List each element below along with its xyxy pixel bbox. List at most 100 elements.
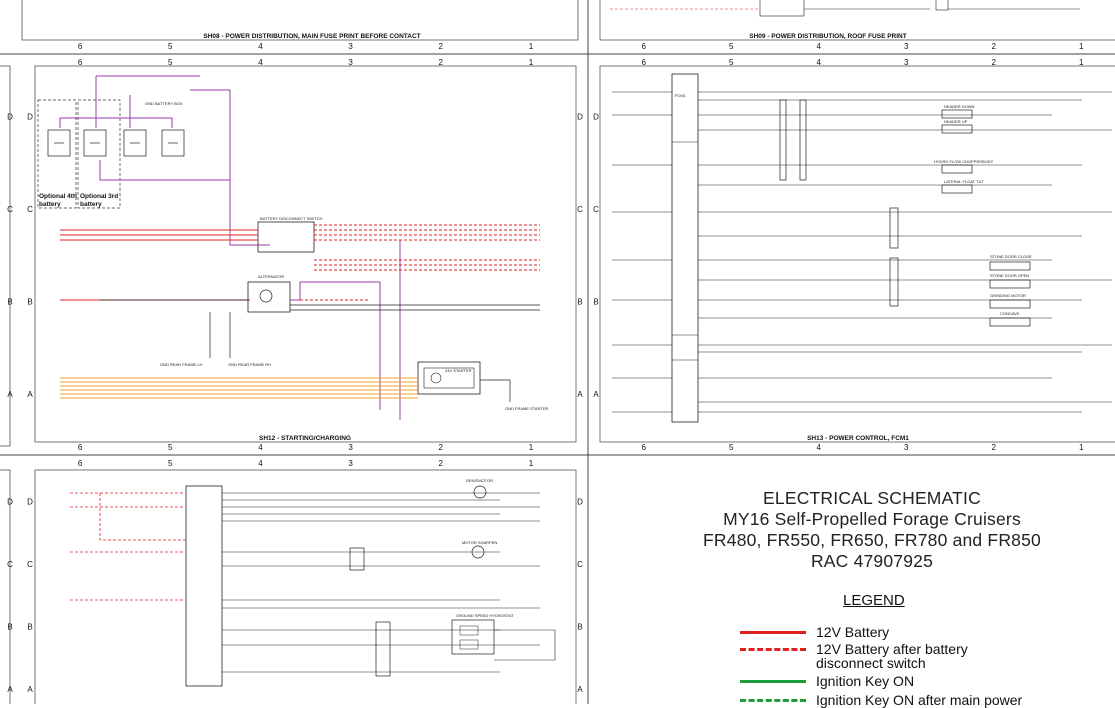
ruler-number: 6 bbox=[642, 42, 647, 51]
sh-bottom-left-diagram: DRIVEMOTOR MOTOR SHARPEN GROUND SPEED HY… bbox=[70, 478, 556, 687]
optional-4th-battery-label: Optional 4th bbox=[39, 193, 77, 200]
ruler-number: 1 bbox=[1079, 42, 1084, 51]
row-letter: D bbox=[577, 497, 583, 506]
ruler-number: 5 bbox=[168, 443, 173, 452]
lateral-float-label: LATERAL FLOAT TILT bbox=[944, 179, 984, 184]
panel-title-sh09: SH09 - POWER DISTRIBUTION, ROOF FUSE PRI… bbox=[749, 33, 906, 40]
disconnect-switch-label: BATTERY DISCONNECT SWITCH bbox=[260, 216, 322, 221]
ruler-number: 4 bbox=[258, 42, 263, 51]
row-letter: B bbox=[577, 297, 582, 306]
sh13-diagram: FCM1 HEADER DOWN HEADER UP HYDRO FLOW CH… bbox=[612, 73, 1112, 423]
header-up-label: HEADER UP bbox=[944, 119, 968, 124]
ruler-number: 2 bbox=[992, 58, 997, 67]
row-letter: A bbox=[27, 390, 33, 399]
panel-title-sh13: SH13 - POWER CONTROL, FCM1 bbox=[807, 435, 909, 442]
hydro-flow-label: HYDRO FLOW CHOPPERBODY bbox=[934, 159, 994, 164]
panel-title-sh08: SH08 - POWER DISTRIBUTION, MAIN FUSE PRI… bbox=[203, 33, 420, 40]
gnd-rear-frame-lh: GND REAR FRAME LH bbox=[160, 362, 203, 367]
gnd-battery-box: GND BATTERY BOX bbox=[145, 101, 183, 106]
sh12-diagram: Optional 4th battery Optional 3rd batter… bbox=[37, 75, 549, 420]
ruler-number: 3 bbox=[348, 443, 353, 452]
legend-label-line: 12V Battery after battery bbox=[816, 641, 968, 657]
legend-label-line: disconnect switch bbox=[816, 655, 926, 671]
ruler-number: 3 bbox=[904, 58, 909, 67]
ruler-number: 6 bbox=[78, 443, 83, 452]
ruler-number: 4 bbox=[258, 58, 263, 67]
row-letter: D bbox=[7, 497, 13, 506]
title-line-3: FR480, FR550, FR650, FR780 and FR850 bbox=[703, 530, 1041, 550]
legend-swatch-solid-green bbox=[740, 680, 806, 683]
top-strip-fragments bbox=[610, 0, 1080, 17]
ruler-number: 6 bbox=[78, 459, 83, 468]
legend-title: LEGEND bbox=[843, 592, 905, 609]
ruler-number: 4 bbox=[817, 58, 822, 67]
row-letter: C bbox=[577, 560, 583, 569]
stone-door-close-label: STONE DOOR CLOSE bbox=[990, 254, 1032, 259]
legend-label: 12V Battery after battery disconnect swi… bbox=[816, 642, 968, 670]
ruler-number: 5 bbox=[168, 42, 173, 51]
row-letter: D bbox=[593, 112, 599, 121]
ruler-number: 1 bbox=[529, 42, 534, 51]
ruler-number: 4 bbox=[258, 443, 263, 452]
row-letter: C bbox=[7, 205, 13, 214]
ruler-number: 4 bbox=[817, 42, 822, 51]
optional-3rd-battery-label: Optional 3rd bbox=[80, 193, 118, 200]
ruler-number: 2 bbox=[439, 58, 444, 67]
legend-label: Ignition Key ON bbox=[816, 673, 915, 689]
legend-swatch-dashed-green bbox=[740, 699, 806, 702]
ruler-number: 4 bbox=[258, 459, 263, 468]
ground-speed-label: GROUND SPEED HYDROSTAT bbox=[456, 613, 514, 618]
ruler-number: 6 bbox=[78, 42, 83, 51]
ruler-number: 2 bbox=[439, 443, 444, 452]
ruler-number: 6 bbox=[78, 58, 83, 67]
ruler-number: 3 bbox=[348, 459, 353, 468]
row-letter: A bbox=[7, 390, 13, 399]
ruler-number: 5 bbox=[729, 58, 734, 67]
panel-title-sh12: SH12 - STARTING/CHARGING bbox=[259, 435, 351, 442]
legend-swatch-solid-red bbox=[740, 631, 806, 634]
ruler-number: 3 bbox=[348, 42, 353, 51]
concave-label: CONCAVE bbox=[1000, 311, 1020, 316]
alternator-label: ALTERNATOR bbox=[258, 274, 284, 279]
starter-label: 24V STARTER bbox=[445, 368, 472, 373]
ruler-number: 1 bbox=[529, 58, 534, 67]
row-letter: D bbox=[7, 112, 13, 121]
title-line-4: RAC 47907925 bbox=[810, 551, 934, 571]
row-letter: B bbox=[7, 622, 12, 631]
ruler-number: 2 bbox=[439, 42, 444, 51]
row-letter: D bbox=[27, 497, 33, 506]
ruler-number: 5 bbox=[729, 42, 734, 51]
ruler-number: 2 bbox=[439, 459, 444, 468]
row-letter: A bbox=[577, 390, 583, 399]
legend-label: Ignition Key ON after main power bbox=[816, 692, 1023, 708]
optional-4th-battery-label2: battery bbox=[39, 201, 61, 208]
ruler-number: 2 bbox=[992, 42, 997, 51]
row-letter: C bbox=[593, 205, 599, 214]
row-letter: B bbox=[577, 622, 582, 631]
legend-swatch-dashed-red bbox=[740, 648, 806, 651]
ruler-number: 5 bbox=[729, 443, 734, 452]
ruler-number: 1 bbox=[529, 443, 534, 452]
row-letter: B bbox=[27, 297, 32, 306]
motor-sharpen-label: MOTOR SHARPEN bbox=[462, 540, 497, 545]
ruler-number: 1 bbox=[1079, 443, 1084, 452]
drivemotor-label: DRIVEMOTOR bbox=[466, 478, 493, 483]
ruler-number: 5 bbox=[168, 459, 173, 468]
title-line-1: ELECTRICAL SCHEMATIC bbox=[763, 488, 981, 508]
row-letter: B bbox=[7, 297, 12, 306]
grinding-motor-label: GRINDING MOTOR bbox=[990, 293, 1026, 298]
ruler-number: 5 bbox=[168, 58, 173, 67]
ruler-number: 3 bbox=[904, 42, 909, 51]
ruler-number: 3 bbox=[348, 58, 353, 67]
row-letter: D bbox=[27, 112, 33, 121]
title-line-2: MY16 Self-Propelled Forage Cruisers bbox=[723, 509, 1021, 529]
gnd-frame-starter: GND FRAME STARTER bbox=[505, 406, 549, 411]
ruler-number: 3 bbox=[904, 443, 909, 452]
title-block: ELECTRICAL SCHEMATIC MY16 Self-Propelled… bbox=[596, 488, 1115, 572]
ruler-number: 6 bbox=[642, 443, 647, 452]
row-letter: C bbox=[27, 560, 33, 569]
